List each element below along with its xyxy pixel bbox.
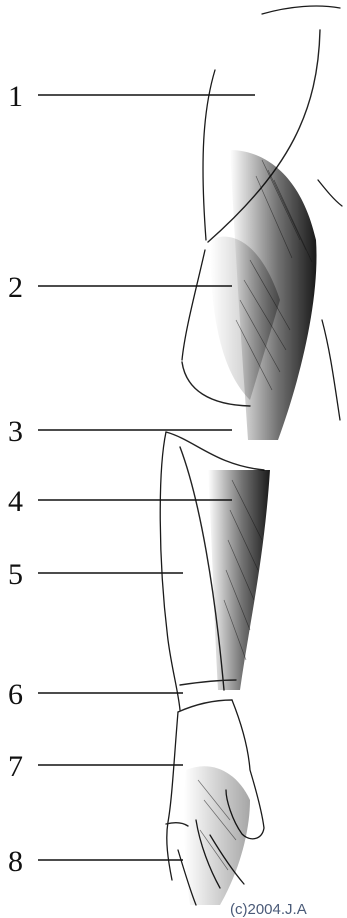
torso-lower bbox=[322, 320, 340, 420]
wrist-band-lower bbox=[178, 700, 232, 712]
callout-number-7: 7 bbox=[8, 750, 23, 783]
callout-number-5: 5 bbox=[8, 558, 23, 591]
torso-edge bbox=[262, 6, 340, 14]
callout-number-1: 1 bbox=[8, 80, 23, 113]
callout-number-4: 4 bbox=[8, 485, 23, 518]
copyright-text: (c)2004.J.A bbox=[230, 901, 307, 918]
hand-outline bbox=[167, 712, 178, 880]
callout-number-3: 3 bbox=[8, 415, 23, 448]
arm-illustration bbox=[160, 6, 342, 905]
callout-number-6: 6 bbox=[8, 678, 23, 711]
forearm-outer-outline bbox=[160, 432, 180, 710]
hand-shading bbox=[184, 766, 250, 905]
biceps-outline bbox=[182, 250, 205, 360]
forearm-shading bbox=[208, 470, 270, 690]
torso-side bbox=[318, 180, 342, 206]
callout-numbers: 1 2 3 4 5 6 7 8 bbox=[8, 80, 23, 878]
callout-number-2: 2 bbox=[8, 271, 23, 304]
callout-number-8: 8 bbox=[8, 845, 23, 878]
